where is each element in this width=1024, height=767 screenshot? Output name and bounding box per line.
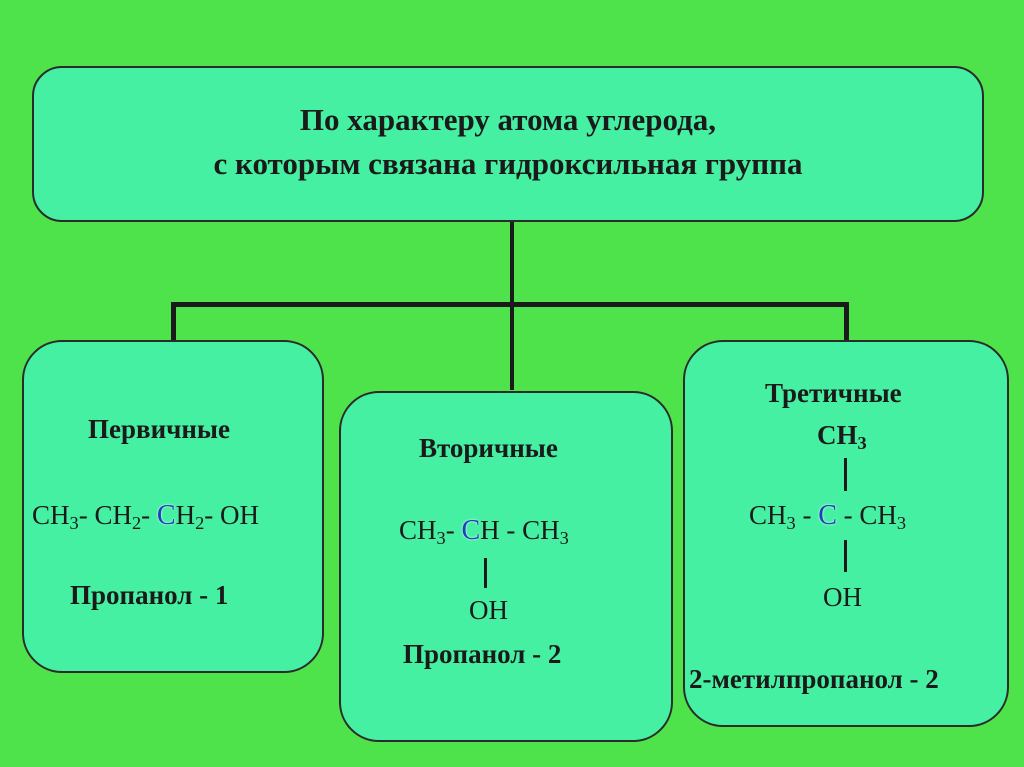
secondary-carbon-highlight: C <box>461 515 481 546</box>
diagram-title: По характеру атома углерода, с которым с… <box>34 98 982 186</box>
tertiary-formula: CH3 - C - CH3 <box>749 500 907 534</box>
tertiary-bond-bottom <box>844 540 847 572</box>
primary-carbon-highlight: C <box>156 500 176 531</box>
secondary-heading: Вторичные <box>419 433 558 463</box>
primary-name: Пропанол - 1 <box>70 580 229 610</box>
connector-horizontal <box>172 302 849 307</box>
primary-alcohol-box: Первичные CH3- CH2- CH2- OH Пропанол - 1 <box>22 340 324 673</box>
secondary-bond-line <box>484 558 487 588</box>
connector-left-drop <box>171 302 176 341</box>
primary-formula: CH3- CH2- CH2- OH <box>32 500 260 534</box>
tertiary-name: 2-метилпропанол - 2 <box>689 664 939 694</box>
primary-heading: Первичные <box>88 414 230 444</box>
tertiary-carbon-highlight: C <box>818 500 837 531</box>
title-line-2: с которым связана гидроксильная группа <box>213 146 803 181</box>
tertiary-top-ch3: CH3 <box>817 420 867 454</box>
tertiary-oh: OH <box>823 582 862 612</box>
connector-right-drop <box>844 302 849 341</box>
tertiary-heading: Третичные <box>765 378 902 408</box>
secondary-alcohol-box: Вторичные CH3- CH - CH3 OH Пропанол - 2 <box>339 391 673 742</box>
title-line-1: По характеру атома углерода, <box>299 102 717 137</box>
secondary-oh: OH <box>469 595 508 625</box>
tertiary-bond-top <box>844 458 847 491</box>
title-box: По характеру атома углерода, с которым с… <box>32 66 984 222</box>
secondary-name: Пропанол - 2 <box>403 639 562 669</box>
secondary-formula: CH3- CH - CH3 <box>399 515 569 549</box>
tertiary-alcohol-box: Третичные CH3 CH3 - C - CH3 OH 2-метилпр… <box>683 340 1009 727</box>
